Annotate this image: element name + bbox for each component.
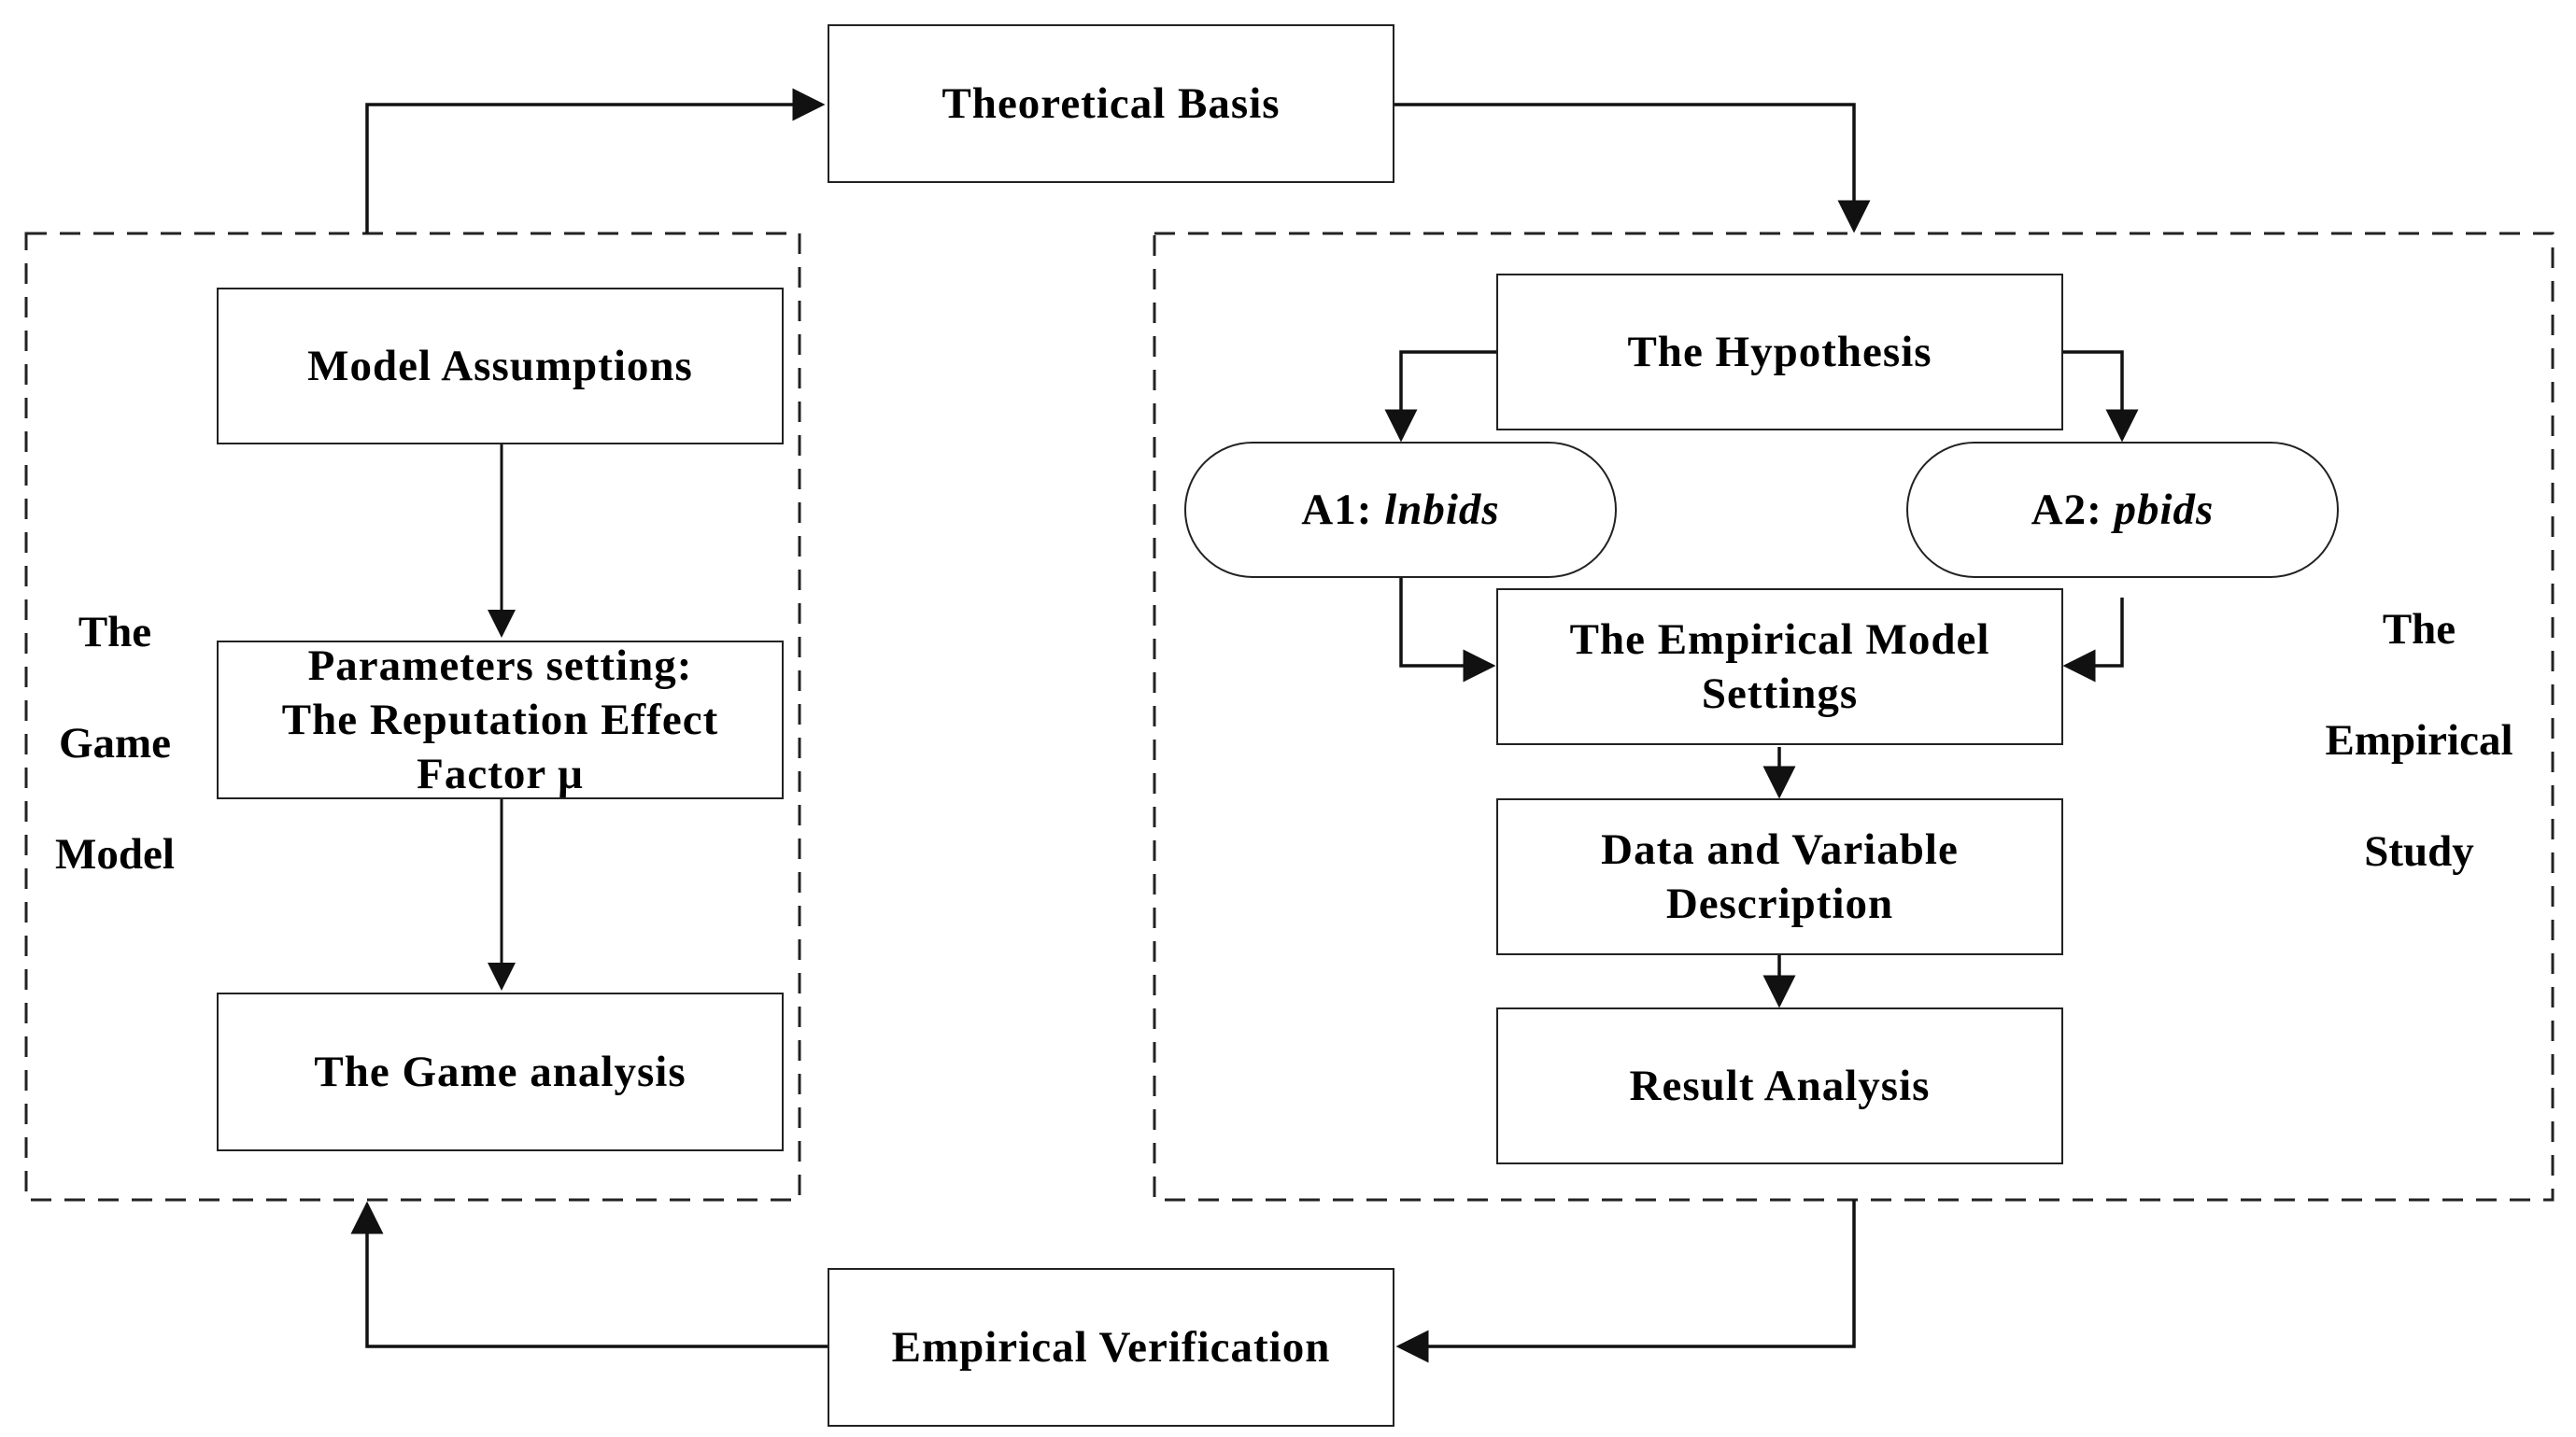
a1-lnbids-node: A1: lnbids <box>1184 442 1617 578</box>
a2-variable: pbids <box>2114 486 2215 534</box>
hypothesis-box: The Hypothesis <box>1496 274 2063 430</box>
parameters-setting-box: Parameters setting: The Reputation Effec… <box>217 641 784 799</box>
arrow-to-theoretical-basis <box>365 88 826 233</box>
game-analysis-box: The Game analysis <box>217 993 784 1151</box>
empirical-label-line1: The <box>2382 605 2456 654</box>
empirical-model-settings-box: The Empirical Model Settings <box>1496 588 2063 745</box>
arrow-to-empirical-verification <box>1395 1200 1856 1363</box>
parameters-label-line3: Factor μ <box>417 750 584 798</box>
empirical-verification-label: Empirical Verification <box>891 1323 1331 1372</box>
empirical-verification-box: Empirical Verification <box>828 1268 1394 1427</box>
game-model-side-label: The Game Model <box>26 577 204 910</box>
data-description-line2: Description <box>1665 880 1894 928</box>
a1-prefix: A1: <box>1301 486 1385 534</box>
game-model-frame <box>24 232 801 1202</box>
a2-pbids-node: A2: pbids <box>1906 442 2339 578</box>
model-assumptions-label: Model Assumptions <box>307 342 693 390</box>
empirical-study-side-label: The Empirical Study <box>2293 574 2545 908</box>
arrow-to-game-model <box>350 1201 828 1348</box>
arrow-a2-to-model-settings <box>2062 598 2124 683</box>
model-settings-line2: Settings <box>1701 669 1859 718</box>
empirical-label-line2: Empirical <box>2325 716 2513 765</box>
theoretical-basis-box: Theoretical Basis <box>828 24 1394 183</box>
model-settings-line1: The Empirical Model <box>1569 615 1990 664</box>
hypothesis-label: The Hypothesis <box>1627 328 1932 376</box>
result-analysis-box: Result Analysis <box>1496 1007 2063 1164</box>
game-model-label-line2: Game <box>58 719 172 768</box>
a2-prefix: A2: <box>2031 486 2115 534</box>
game-analysis-label: The Game analysis <box>314 1048 686 1096</box>
arrow-to-empirical-study <box>1392 103 1871 233</box>
arrow-a1-to-model-settings <box>1399 577 1496 683</box>
game-model-label-line3: Model <box>55 830 175 879</box>
model-assumptions-box: Model Assumptions <box>217 288 784 444</box>
a1-variable: lnbids <box>1384 486 1500 534</box>
game-model-label-line1: The <box>78 608 152 656</box>
data-description-line1: Data and Variable <box>1601 825 1959 874</box>
empirical-label-line3: Study <box>2364 827 2474 876</box>
arrow-hypothesis-to-a1 <box>1384 350 1496 443</box>
theoretical-basis-label: Theoretical Basis <box>941 79 1281 128</box>
arrow-hypothesis-to-a2 <box>2062 350 2139 443</box>
parameters-label-line2: The Reputation Effect <box>281 696 719 744</box>
result-analysis-label: Result Analysis <box>1629 1062 1931 1110</box>
parameters-label-line1: Parameters setting: <box>307 641 693 690</box>
data-variable-description-box: Data and Variable Description <box>1496 798 2063 955</box>
